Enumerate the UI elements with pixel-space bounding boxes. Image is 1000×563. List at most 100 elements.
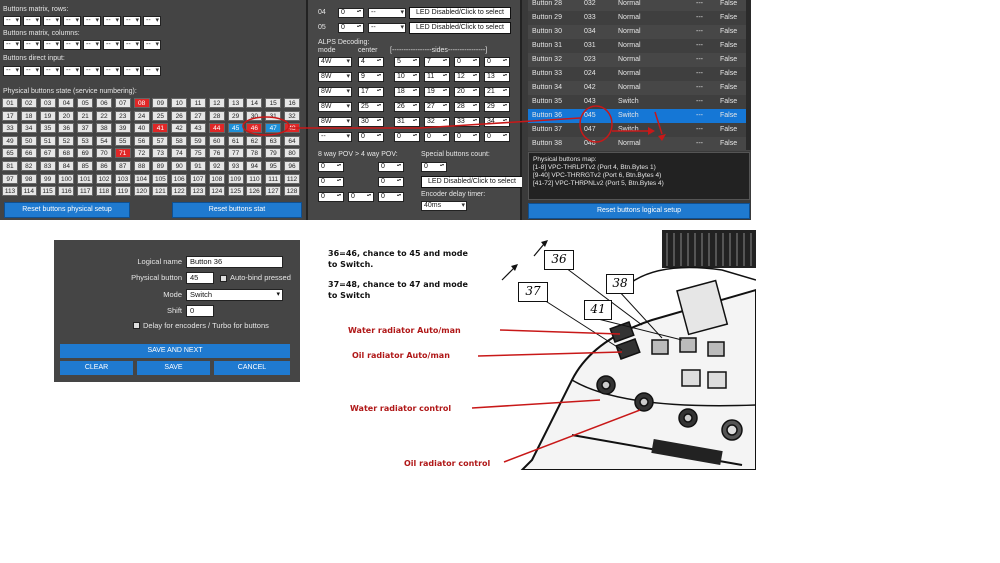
- direct-combo[interactable]: --: [83, 66, 101, 76]
- logical-name-input[interactable]: Button 36: [186, 256, 283, 268]
- led-row-spin[interactable]: 0: [338, 8, 364, 18]
- alps-side-spin[interactable]: 12: [454, 72, 480, 82]
- alps-side-spin[interactable]: 13: [484, 72, 510, 82]
- alps-center-spin[interactable]: 0: [358, 132, 384, 142]
- special-count-spin[interactable]: 0: [421, 162, 447, 172]
- physical-button-spin[interactable]: 45: [186, 272, 214, 284]
- physical-button-cell: 111: [265, 173, 282, 184]
- rows-combo[interactable]: --: [123, 16, 141, 26]
- save-button[interactable]: SAVE: [137, 361, 210, 375]
- alps-side-spin[interactable]: 31: [394, 117, 420, 127]
- alps-center-spin[interactable]: 17: [358, 87, 384, 97]
- alps-mode-select[interactable]: --: [318, 132, 352, 142]
- shift-spin[interactable]: 0: [186, 305, 214, 317]
- alps-center-spin[interactable]: 25: [358, 102, 384, 112]
- alps-mode-select[interactable]: 4W: [318, 57, 352, 67]
- alps-side-spin[interactable]: 7: [424, 57, 450, 67]
- alps-side-spin[interactable]: 27: [424, 102, 450, 112]
- cancel-button[interactable]: CANCEL: [214, 361, 290, 375]
- pov-spin[interactable]: 0: [378, 162, 404, 172]
- mode-select[interactable]: Switch ▾: [186, 289, 283, 301]
- logical-row-cell: False: [720, 70, 738, 77]
- alps-side-spin[interactable]: 28: [454, 102, 480, 112]
- led-select-button[interactable]: LED Disabled/Click to select: [409, 22, 511, 34]
- rows-combo[interactable]: --: [23, 16, 41, 26]
- table-scrollbar[interactable]: [746, 0, 751, 150]
- delay-checkbox[interactable]: [133, 322, 140, 329]
- alps-side-spin[interactable]: 26: [394, 102, 420, 112]
- pov-spin[interactable]: 0: [318, 177, 344, 187]
- rows-combo[interactable]: --: [43, 16, 61, 26]
- cols-combo[interactable]: --: [123, 40, 141, 50]
- auto-bind-checkbox[interactable]: [220, 275, 227, 282]
- cols-combo[interactable]: --: [83, 40, 101, 50]
- reset-stat-button[interactable]: Reset buttons stat: [172, 202, 302, 218]
- cols-combo[interactable]: --: [3, 40, 21, 50]
- led-row-combo[interactable]: --: [368, 23, 406, 33]
- cols-combo[interactable]: --: [143, 40, 161, 50]
- alps-side-spin[interactable]: 19: [424, 87, 450, 97]
- alps-center-spin[interactable]: 4: [358, 57, 384, 67]
- alps-side-spin[interactable]: 10: [394, 72, 420, 82]
- alps-side-spin[interactable]: 21: [484, 87, 510, 97]
- pov-spin[interactable]: 0: [318, 162, 344, 172]
- reset-physical-button[interactable]: Reset buttons physical setup: [4, 202, 130, 218]
- rows-combo[interactable]: --: [143, 16, 161, 26]
- alps-side-spin[interactable]: 0: [484, 132, 510, 142]
- direct-combo[interactable]: --: [63, 66, 81, 76]
- direct-combo[interactable]: --: [143, 66, 161, 76]
- direct-combo[interactable]: --: [3, 66, 21, 76]
- reset-logical-button[interactable]: Reset buttons logical setup: [528, 203, 750, 219]
- alps-side-spin[interactable]: 0: [454, 132, 480, 142]
- alps-side-spin[interactable]: 0: [424, 132, 450, 142]
- direct-combo[interactable]: --: [103, 66, 121, 76]
- alps-center-spin[interactable]: 30: [358, 117, 384, 127]
- encoder-delay-select[interactable]: 40ms: [421, 201, 467, 211]
- alps-center-spin[interactable]: 9: [358, 72, 384, 82]
- pov-spin[interactable]: 0: [318, 192, 344, 202]
- led-select-button[interactable]: LED Disabled/Click to select: [409, 7, 511, 19]
- led-row-combo[interactable]: --: [368, 8, 406, 18]
- pov-spin[interactable]: 0: [348, 192, 374, 202]
- alps-mode-select[interactable]: 8W: [318, 117, 352, 127]
- pov-spin[interactable]: 0: [378, 192, 404, 202]
- rows-combo[interactable]: --: [103, 16, 121, 26]
- alps-side-spin[interactable]: 0: [484, 57, 510, 67]
- alps-side-spin[interactable]: 5: [394, 57, 420, 67]
- pov-spin[interactable]: 0: [378, 177, 404, 187]
- alps-side-spin[interactable]: 33: [454, 117, 480, 127]
- rows-combo[interactable]: --: [83, 16, 101, 26]
- rows-combo[interactable]: --: [63, 16, 81, 26]
- alps-side-spin[interactable]: 18: [394, 87, 420, 97]
- direct-combo[interactable]: --: [43, 66, 61, 76]
- alps-mode-select[interactable]: 8W: [318, 87, 352, 97]
- alps-mode-select[interactable]: 8W: [318, 72, 352, 82]
- led-row-spin[interactable]: 0: [338, 23, 364, 33]
- alps-side-spin[interactable]: 0: [454, 57, 480, 67]
- direct-combo[interactable]: --: [23, 66, 41, 76]
- alps-mode-select[interactable]: 8W: [318, 102, 352, 112]
- cols-combo[interactable]: --: [43, 40, 61, 50]
- alps-side-spin[interactable]: 0: [394, 132, 420, 142]
- led-select-button[interactable]: LED Disabled/Click to select: [421, 176, 523, 188]
- save-and-next-button[interactable]: SAVE AND NEXT: [60, 344, 290, 358]
- rows-combo[interactable]: --: [3, 16, 21, 26]
- cols-combo[interactable]: --: [23, 40, 41, 50]
- alps-side-spin[interactable]: 11: [424, 72, 450, 82]
- cols-combo[interactable]: --: [63, 40, 81, 50]
- alps-side-spin[interactable]: 20: [454, 87, 480, 97]
- clear-button[interactable]: CLEAR: [60, 361, 133, 375]
- cols-combo[interactable]: --: [103, 40, 121, 50]
- direct-combo[interactable]: --: [123, 66, 141, 76]
- alps-side-spin[interactable]: 29: [484, 102, 510, 112]
